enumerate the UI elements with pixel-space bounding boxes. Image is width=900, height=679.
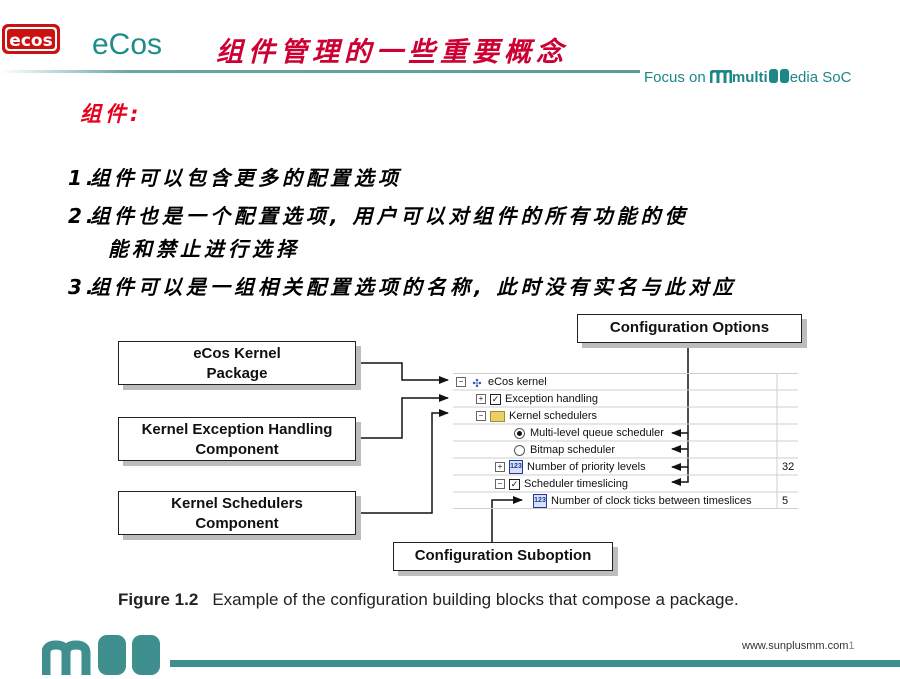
list-item: 2.组件也是一个配置选项, 用户可以对组件的所有功能的使 — [68, 204, 689, 228]
callout-kernel-package: eCos Kernel Package — [118, 341, 356, 385]
tagline-media: edia SoC — [789, 69, 852, 86]
mm-footer-logo — [41, 633, 167, 675]
tree-row-scheduler-timeslicing[interactable]: −✓Scheduler timeslicing — [495, 476, 628, 492]
list-item: 1.组件可以包含更多的配置选项 — [68, 166, 402, 190]
config-tree: −✣eCos kernel +✓Exception handling −Kern… — [453, 373, 798, 509]
list-item: 3.组件可以是一组相关配置选项的名称, 此时没有实名与此对应 — [68, 275, 737, 299]
radio-unselected-icon[interactable] — [514, 444, 525, 456]
collapse-icon[interactable]: − — [456, 377, 466, 388]
checkbox-checked-icon[interactable]: ✓ — [490, 393, 501, 405]
tree-row-kernel-schedulers[interactable]: −Kernel schedulers — [476, 408, 597, 424]
radio-selected-icon[interactable] — [514, 427, 525, 439]
tagline-multi: multi — [731, 69, 768, 86]
m-block-icon — [768, 69, 789, 83]
collapse-icon[interactable]: − — [476, 411, 486, 422]
numeric-value-icon: 123 — [533, 494, 547, 509]
footer-url: www.sunplusmm.com1 — [742, 640, 855, 652]
numeric-value-icon: 123 — [509, 460, 523, 475]
header-divider — [0, 70, 640, 73]
m-glyph-icon — [709, 69, 733, 83]
page-number: 1 — [848, 640, 855, 652]
expand-icon[interactable]: + — [495, 462, 505, 473]
tree-row-exception-handling[interactable]: +✓Exception handling — [476, 391, 598, 407]
priority-levels-value[interactable]: 32 — [782, 461, 795, 473]
brand-name: eCos — [92, 28, 163, 61]
list-item-continuation: 能和禁止进行选择 — [108, 237, 300, 261]
clock-ticks-value[interactable]: 5 — [782, 495, 789, 507]
tree-row-bitmap-scheduler[interactable]: Bitmap scheduler — [514, 442, 615, 458]
package-icon: ✣ — [472, 378, 482, 391]
tree-row-multilevel-scheduler[interactable]: Multi-level queue scheduler — [514, 425, 664, 441]
section-title: 组件: — [80, 102, 143, 126]
page-title: 组件管理的一些重要概念 — [216, 37, 568, 68]
callout-exception-component: Kernel Exception Handling Component — [118, 417, 356, 461]
tagline: Focus on multi edia SoC — [644, 68, 851, 86]
tagline-prefix: Focus on — [644, 69, 710, 86]
callout-configuration-suboption: Configuration Suboption — [393, 542, 613, 571]
folder-icon — [490, 410, 505, 422]
callout-configuration-options: Configuration Options — [577, 314, 802, 343]
tree-row-ecos-kernel[interactable]: −✣eCos kernel — [456, 374, 547, 390]
ecos-logo: ecos — [0, 18, 64, 58]
footer-divider — [170, 660, 900, 667]
tree-grid — [453, 373, 798, 509]
callout-schedulers-component: Kernel Schedulers Component — [118, 491, 356, 535]
logo-text: ecos — [9, 31, 52, 51]
checkbox-checked-icon[interactable]: ✓ — [509, 478, 520, 490]
expand-icon[interactable]: + — [476, 394, 486, 405]
collapse-icon[interactable]: − — [495, 479, 505, 490]
